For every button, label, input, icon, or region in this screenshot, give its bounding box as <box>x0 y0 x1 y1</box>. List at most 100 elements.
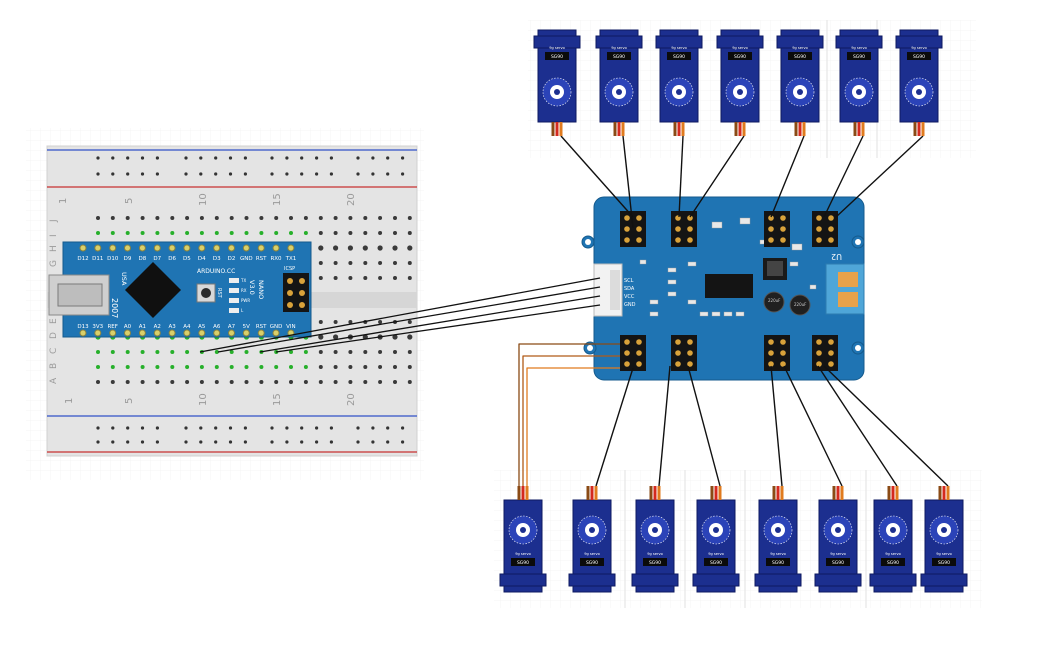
nano-pin-label: D4 <box>198 256 206 262</box>
terminal-hole <box>407 334 413 340</box>
terminal-hole <box>289 365 293 369</box>
servo-shaft <box>676 89 682 95</box>
terminal-hole <box>289 216 293 220</box>
rail-hole <box>285 440 289 444</box>
nano-pin-label: D2 <box>228 256 236 262</box>
rail-hole <box>214 156 218 160</box>
servo-lead <box>710 486 714 500</box>
nano-pin <box>168 244 176 252</box>
servo-lead <box>673 122 677 136</box>
servo-sublabel: 9g servo <box>936 552 952 556</box>
header-pin <box>816 339 822 345</box>
terminal-hole <box>333 245 339 251</box>
wire <box>783 365 843 487</box>
smd-part <box>699 311 709 317</box>
terminal-hole <box>333 350 338 354</box>
servo-shaft <box>554 89 560 95</box>
rst-label: RST <box>216 288 222 299</box>
usb-label: USA <box>120 272 128 286</box>
icsp-pin <box>287 290 293 296</box>
header-pin <box>624 237 630 243</box>
terminal-hole <box>348 350 353 354</box>
led-tx <box>229 278 239 283</box>
servo-label-plate <box>847 52 871 60</box>
servo-shaft <box>713 527 719 533</box>
servo-header-2[interactable] <box>764 211 790 247</box>
terminal-hole <box>110 216 115 220</box>
pwm-driver-chip <box>705 274 753 298</box>
servo-header-7[interactable] <box>812 335 838 371</box>
smd-part <box>667 267 677 273</box>
nano-pin-label: A1 <box>139 324 146 330</box>
terminal-hole <box>407 350 412 354</box>
bb-row-letter: J <box>49 219 59 223</box>
rail-hole <box>199 426 203 430</box>
terminal-hole <box>140 350 145 354</box>
servo-header-4[interactable] <box>620 335 646 371</box>
servo-lead <box>681 122 685 136</box>
terminal-hole <box>318 261 323 265</box>
nano-pin-label: A2 <box>154 324 161 330</box>
terminal-hole <box>348 380 353 384</box>
terminal-hole <box>363 350 368 354</box>
rail-hole <box>371 440 375 444</box>
servo-sublabel: 9g servo <box>708 552 724 556</box>
terminal-screw[interactable] <box>838 272 858 287</box>
rail-hole <box>315 426 319 430</box>
terminal-screw[interactable] <box>838 292 858 307</box>
rail-hole <box>199 172 203 176</box>
rail-hole <box>155 156 159 160</box>
terminal-hole <box>303 365 308 369</box>
servo-shaft <box>775 527 781 533</box>
servo-lead <box>649 486 653 500</box>
terminal-hole <box>155 231 160 235</box>
terminal-hole <box>140 380 145 384</box>
terminal-hole <box>244 231 249 235</box>
terminal-hole <box>155 365 160 369</box>
header-pin <box>828 350 834 356</box>
reset-button-cap[interactable] <box>201 288 211 298</box>
terminal-hole <box>110 231 115 235</box>
servo-sublabel: 9g servo <box>732 46 748 50</box>
header-pin <box>675 350 681 356</box>
rail-hole <box>401 440 405 444</box>
led-l <box>229 308 239 313</box>
mount-hole <box>855 239 861 245</box>
terminal-hole <box>363 216 368 220</box>
wire <box>522 355 620 486</box>
rail-hole <box>300 426 304 430</box>
bb-row-letter: I <box>49 234 59 237</box>
terminal-hole <box>393 380 397 384</box>
header-pin <box>828 361 834 367</box>
servo-lead <box>776 486 780 500</box>
terminal-hole <box>318 276 323 280</box>
nano-pin <box>138 244 146 252</box>
rail-hole <box>401 156 405 160</box>
terminal-hole <box>244 380 249 384</box>
servo-header-1[interactable] <box>671 211 697 247</box>
smd-part <box>791 243 803 251</box>
servo-tab <box>499 573 547 587</box>
header-pin <box>768 226 774 232</box>
rail-hole <box>111 156 115 160</box>
servo-header-6[interactable] <box>764 335 790 371</box>
smd-part <box>667 279 677 285</box>
smd-components <box>639 217 817 317</box>
rail-hole <box>155 426 159 430</box>
rail-hole <box>243 440 247 444</box>
terminal-hole <box>96 365 100 369</box>
header-pin <box>636 237 642 243</box>
terminal-hole <box>96 350 100 354</box>
servo-header-5[interactable] <box>671 335 697 371</box>
servo-label: SG90 <box>832 560 844 566</box>
servo-lead <box>887 486 891 500</box>
header-pin <box>768 350 774 356</box>
header-pin <box>828 339 834 345</box>
led-label-pwr: PWR <box>241 298 250 303</box>
servo-label-plate <box>766 558 790 566</box>
terminal-hole <box>125 216 130 220</box>
icsp-label: ICSP <box>284 266 295 272</box>
terminal-hole <box>125 231 130 235</box>
